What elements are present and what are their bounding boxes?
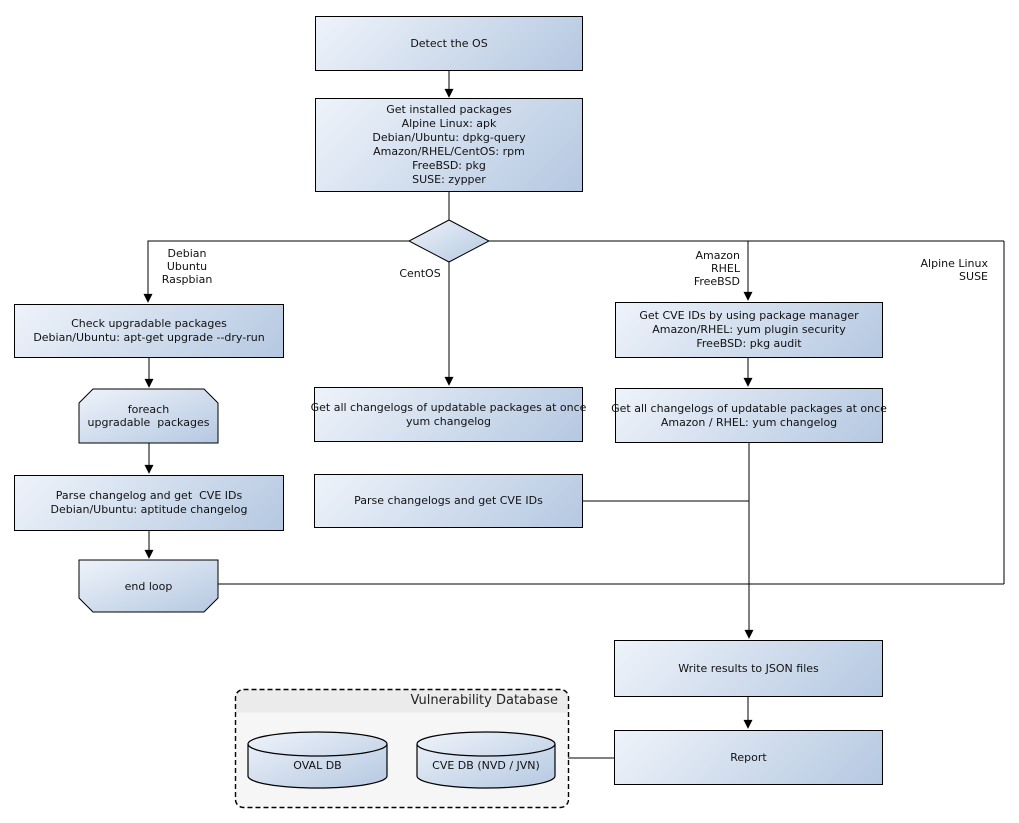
node-check-upgradable-packages: Check upgradable packages Debian/Ubuntu:…: [14, 304, 284, 358]
cluster-title: Vulnerability Database: [410, 693, 558, 708]
node-detect-os: Detect the OS: [315, 16, 583, 71]
loop-start-foreach-label: foreach upgradable packages: [87, 403, 210, 429]
node-get-installed-packages: Get installed packages Alpine Linux: apk…: [315, 98, 583, 192]
node-get-cve-ids-package-manager: Get CVE IDs by using package manager Ama…: [615, 302, 883, 358]
branch-label-debian: Debian Ubuntu Raspbian: [161, 246, 213, 286]
node-get-changelogs-centos: Get all changelogs of updatable packages…: [311, 387, 586, 442]
loop-end-shape: [78, 559, 219, 613]
node-get-changelogs-amazon: Get all changelogs of updatable packages…: [611, 388, 887, 443]
loop-start-foreach-shape: [78, 388, 219, 444]
loop-end-label: end loop: [124, 579, 173, 593]
cve-db-label: CVE DB (NVD / JVN): [432, 758, 540, 772]
oval-db-label: OVAL DB: [293, 758, 342, 772]
edge-diamond-to-check-upgradable: [143, 240, 409, 303]
cluster-title-band: [235, 689, 569, 713]
cluster-dashed-border: [234, 688, 570, 809]
cve-db-cylinder: [416, 731, 556, 789]
branch-label-amazon: Amazon RHEL FreeBSD: [693, 248, 740, 288]
node-write-results-json: Write results to JSON files: [614, 640, 883, 697]
branch-label-alpine: Alpine Linux SUSE: [920, 256, 989, 283]
node-report: Report: [614, 730, 883, 785]
branch-label-centos: CentOS: [399, 267, 441, 280]
decision-os-diamond: [407, 219, 491, 263]
node-parse-changelog-debian: Parse changelog and get CVE IDs Debian/U…: [14, 475, 284, 531]
node-parse-changelogs-centos: Parse changelogs and get CVE IDs: [314, 474, 583, 528]
oval-db-cylinder: [247, 731, 388, 789]
